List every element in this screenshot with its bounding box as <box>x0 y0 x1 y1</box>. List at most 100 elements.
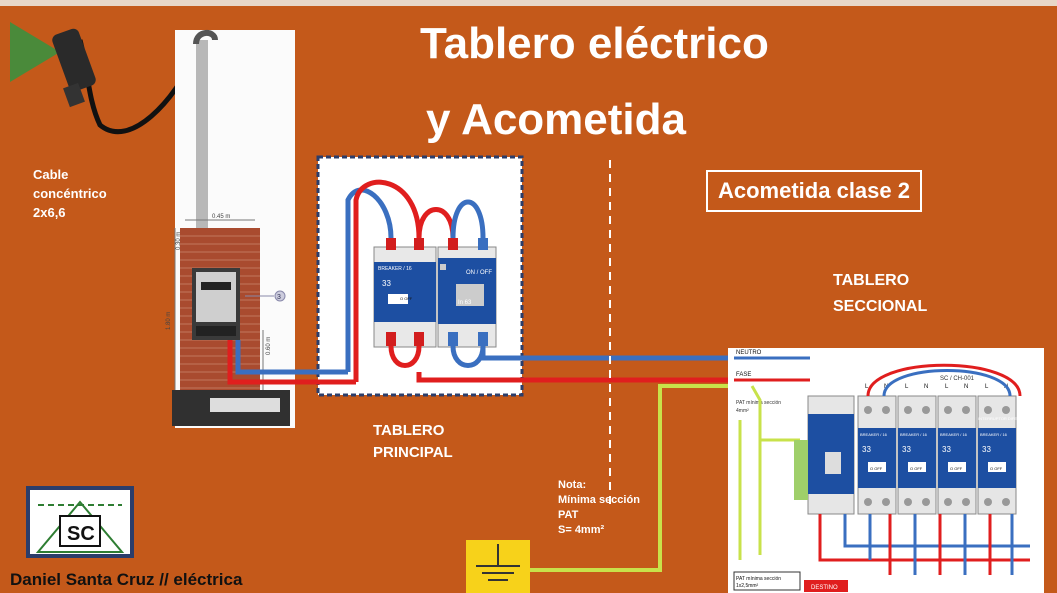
terminal-blue <box>478 238 488 250</box>
seccional-breaker-33: 33 <box>902 445 911 454</box>
seccional-breaker-off: O OFF <box>910 466 923 471</box>
cable-label: Cable concéntrico 2x6,6 <box>33 165 107 222</box>
breaker-screw <box>962 498 970 506</box>
dim-top-text: 0.45 m <box>212 214 230 220</box>
wire-neutro-bottom-sec <box>843 514 1030 548</box>
breaker-screw <box>1002 498 1010 506</box>
pat-value: 4mm² <box>736 408 749 414</box>
breaker-screw <box>984 406 992 414</box>
wire-meter-fase <box>227 340 356 385</box>
nota-2: Mínima sección <box>558 494 640 506</box>
top-band <box>0 0 1057 6</box>
pat-bottom-box <box>733 571 801 591</box>
fase-label: FASE <box>736 372 751 378</box>
ground-internal <box>750 385 762 555</box>
breaker-1-toggle <box>388 294 408 304</box>
meter-terminal <box>196 326 236 336</box>
breaker-2-rating: In 63 <box>458 300 472 306</box>
breaker-screw <box>1002 406 1010 414</box>
seccional-breaker-off: O OFF <box>870 466 883 471</box>
seccional-breaker-toggle <box>868 462 886 472</box>
wire-fase-bottom-sec <box>818 514 1030 562</box>
dim-mid-text: 0.30 m <box>176 232 182 250</box>
wire-meter-neutro <box>235 340 348 375</box>
logo-text: SC <box>67 523 95 545</box>
breaker-2-test <box>440 264 446 270</box>
breaker-2-window <box>456 284 484 306</box>
breaker-screw <box>904 498 912 506</box>
breaker-screw <box>904 406 912 414</box>
seccional-breaker-toggle <box>988 462 1006 472</box>
breaker-2-onoff: ON / OFF <box>466 270 492 276</box>
breaker-1-off: O OFF <box>400 296 413 301</box>
seccional-breaker-toggle <box>948 462 966 472</box>
breaker-screw <box>944 406 952 414</box>
pat-bottom-1: PAT mínima sección <box>736 576 781 582</box>
seccional-breaker-33: 33 <box>982 445 991 454</box>
seccional-breaker-label: BREAKER / 16 <box>980 432 1008 437</box>
acometida-badge: Acometida clase 2 <box>706 170 922 212</box>
nota-1: Nota: <box>558 479 587 491</box>
clamp-bolt <box>63 82 85 108</box>
wire-fase-loop <box>353 179 422 382</box>
seccional-L: L <box>865 384 869 390</box>
dim-side-text: 1.80 m <box>166 312 172 330</box>
meter-ref-text: 3 <box>277 294 281 301</box>
ground-bar <box>794 440 808 500</box>
breaker-1-33: 33 <box>382 279 391 288</box>
cable-clamp <box>52 28 96 92</box>
terminal-blue <box>478 332 488 346</box>
wire-fase-bottom <box>388 345 422 368</box>
tablero-principal-2: PRINCIPAL <box>373 444 453 461</box>
seccional-N: N <box>964 384 968 390</box>
tablero-seccional-label: TABLERO SECCIONAL <box>833 268 927 320</box>
nota-4: S= 4mm² <box>558 524 605 536</box>
breaker-screw <box>882 498 890 506</box>
breaker-screw <box>864 498 872 506</box>
seccional-N: N <box>924 384 928 390</box>
nota-3: PAT <box>558 509 579 521</box>
seccional-breaker-33: 33 <box>942 445 951 454</box>
dim-low-text: 0.60 m <box>266 337 272 355</box>
seccional-interruptor-text: INTERRUPTOR DIFERENCIAL <box>978 416 1035 421</box>
cable-label-2: concéntrico <box>33 186 107 201</box>
conduit-pipe <box>196 40 208 270</box>
meter-display <box>201 282 231 290</box>
logo-inner-box <box>59 515 101 547</box>
breaker-screw <box>882 406 890 414</box>
title-line-2: y Acometida <box>426 95 687 144</box>
seccional-breaker-label: BREAKER / 16 <box>860 432 888 437</box>
terminal-red <box>386 238 396 250</box>
seccional-breaker-front <box>978 428 1016 488</box>
seccional-breaker-off: O OFF <box>950 466 963 471</box>
tablero-principal-label: TABLERO PRINCIPAL <box>373 420 453 464</box>
terminal-blue <box>448 332 458 346</box>
seccional-breaker-off: O OFF <box>990 466 1003 471</box>
play-triangle-icon <box>10 22 60 82</box>
breaker-1-front <box>374 262 436 322</box>
tablero-seccional-2: SECCIONAL <box>833 298 928 315</box>
seccional-L: L <box>945 384 949 390</box>
terminal-red <box>414 238 424 250</box>
seccional-breaker-front <box>938 428 976 488</box>
breaker-screw <box>864 406 872 414</box>
cable-label-1: Cable <box>33 167 69 182</box>
neutro-label: NEUTRO <box>736 350 762 356</box>
meter-ref-circle <box>274 290 286 302</box>
seccional-breaker-label: BREAKER / 16 <box>940 432 968 437</box>
wire-tierra <box>498 384 752 572</box>
tablero-principal-1: TABLERO <box>373 422 445 439</box>
pat-bottom-2: 1x2,5mm² <box>736 583 759 589</box>
seccional-breaker-label: BREAKER / 16 <box>900 432 928 437</box>
terminal-red <box>448 238 458 250</box>
seccional-breaker-33: 33 <box>862 445 871 454</box>
destino-box <box>804 580 848 592</box>
seccional-breakers: BREAKER / 16 33 O OFF L N BREAKER / 16 33 O OFF… <box>857 384 1035 515</box>
terminal-red <box>414 332 424 346</box>
breaker-screw <box>922 498 930 506</box>
terminal-red <box>386 332 396 346</box>
seccional-diferencial-window <box>825 452 841 474</box>
nota-block: Nota: Mínima sección PAT S= 4mm² <box>558 478 640 538</box>
